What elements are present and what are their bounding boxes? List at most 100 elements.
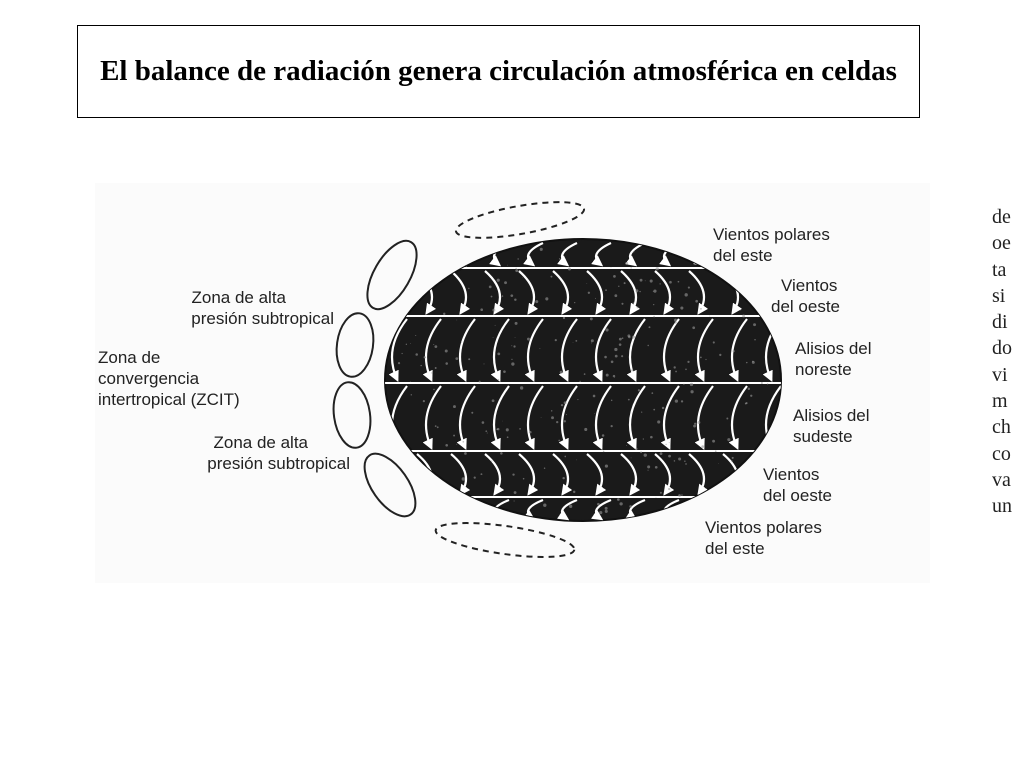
texture-speck [492,399,495,402]
texture-speck [619,338,622,341]
texture-speck [564,456,566,458]
texture-speck [626,445,627,446]
wind-arrow [460,500,475,519]
label-polar-easterlies-north: Vientos polares del este [713,224,830,266]
texture-speck [579,381,580,382]
texture-speck [753,323,756,326]
texture-speck [491,460,492,461]
texture-speck [480,308,483,311]
texture-speck [539,348,540,349]
texture-speck [398,362,400,364]
texture-speck [555,339,557,341]
texture-speck [641,411,642,412]
texture-speck [482,421,485,424]
globe [385,239,781,521]
texture-speck [668,455,671,458]
texture-speck [603,451,605,453]
label-westerlies-south: Vientos del oeste [763,464,832,506]
texture-speck [694,423,696,425]
texture-speck [684,461,685,462]
texture-speck [640,279,643,282]
texture-speck [621,303,623,305]
texture-speck [462,441,464,443]
texture-speck [678,458,681,461]
texture-speck [415,353,418,356]
texture-speck [726,418,728,420]
texture-speck [745,402,747,404]
texture-speck [456,444,457,445]
texture-speck [453,435,455,437]
texture-speck [628,336,631,339]
texture-speck [685,369,687,371]
texture-speck [511,345,512,346]
texture-speck [514,491,517,494]
texture-speck [681,400,683,402]
texture-speck [550,276,552,278]
texture-speck [560,371,563,374]
texture-speck [435,425,437,427]
texture-speck [615,355,618,358]
texture-speck [513,345,515,347]
texture-speck [733,350,735,352]
texture-speck [715,450,717,452]
texture-speck [493,337,494,338]
texture-speck [569,505,572,508]
texture-speck [487,432,488,433]
texture-speck [562,477,564,479]
texture-speck [635,289,638,292]
texture-speck [461,342,462,343]
texture-speck [535,300,538,303]
texture-speck [685,463,687,465]
texture-speck [514,298,516,300]
texture-speck [629,505,632,508]
texture-speck [462,477,465,480]
texture-speck [683,384,684,385]
texture-speck [602,434,605,437]
texture-speck [633,251,634,252]
texture-speck [651,392,653,394]
texture-speck [611,400,612,401]
texture-speck [584,373,586,375]
texture-speck [561,404,563,406]
texture-speck [660,452,663,455]
texture-speck [613,375,615,377]
texture-speck [668,488,670,490]
texture-speck [456,320,457,321]
texture-speck [502,421,503,422]
texture-speck [632,336,635,339]
texture-speck [750,395,752,397]
texture-speck [675,400,678,403]
texture-speck [767,383,768,384]
texture-speck [481,473,483,475]
texture-speck [474,477,476,479]
texture-speck [507,436,509,438]
texture-speck [605,507,608,510]
texture-speck [443,313,445,315]
wind-arrow [426,243,441,265]
texture-speck [575,340,577,342]
texture-speck [520,386,523,389]
texture-speck [712,440,715,443]
texture-speck [511,359,512,360]
label-itcz: Zona de convergencia intertropical (ZCIT… [98,347,240,410]
texture-speck [605,289,607,291]
circulation-cell [333,311,378,379]
texture-speck [692,326,695,329]
texture-speck [527,338,530,341]
texture-speck [647,465,650,468]
texture-speck [590,317,593,320]
texture-speck [685,293,688,296]
label-polar-easterlies-south: Vientos polares del este [705,517,822,559]
texture-speck [674,460,676,462]
texture-speck [599,511,602,514]
label-subtropical-high-south: Zona de alta presión subtropical [118,432,350,474]
texture-speck [618,499,619,500]
texture-speck [595,298,596,299]
circulation-cell [454,195,587,245]
texture-speck [431,372,433,374]
texture-speck [643,438,644,439]
texture-speck [631,369,633,371]
texture-speck [523,478,525,480]
texture-speck [688,287,690,289]
texture-speck [606,374,609,377]
